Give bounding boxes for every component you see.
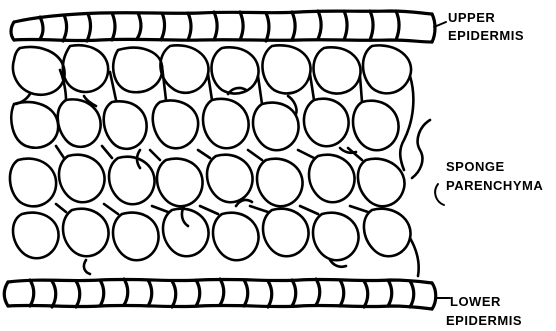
sponge-parenchyma-label-line1: SPONGE xyxy=(446,159,505,174)
lower-epidermis-label-line2: EPIDERMIS xyxy=(446,313,522,328)
sponge-parenchyma-label-line2: PARENCHYMA xyxy=(446,178,543,193)
lower-epidermis-label-line1: LOWER xyxy=(450,294,501,309)
upper-epidermis-label-line1: UPPER xyxy=(448,10,495,25)
lower-epidermis-layer xyxy=(4,279,436,309)
sponge-parenchyma-layer xyxy=(10,45,430,276)
upper-epidermis-layer xyxy=(11,11,435,42)
upper-epidermis-label-line2: EPIDERMIS xyxy=(448,28,524,43)
